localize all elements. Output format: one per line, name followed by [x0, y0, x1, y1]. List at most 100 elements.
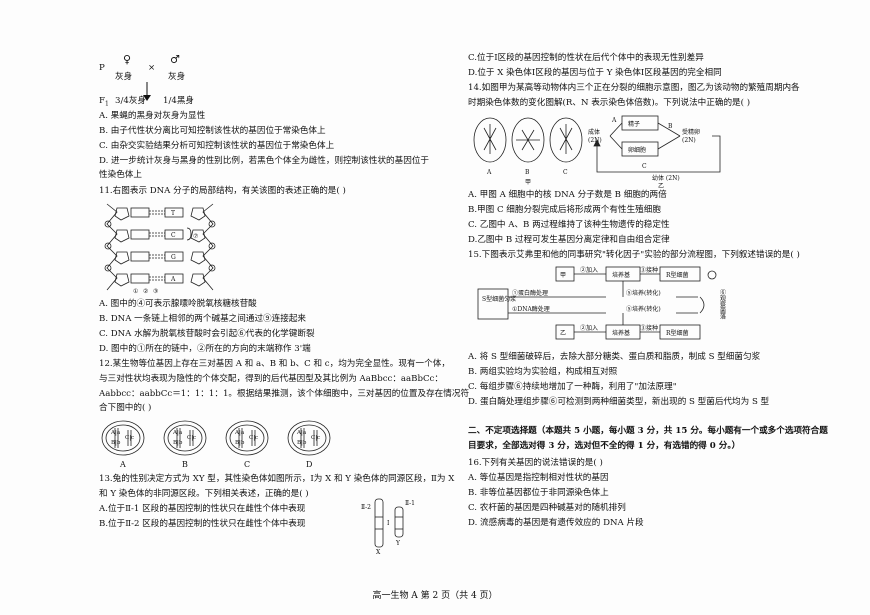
xy-chromosome-diagram: Ⅱ-2 Ⅱ-1 Ⅰ X Y: [361, 498, 415, 555]
xy-label-ii1: Ⅱ-1: [405, 500, 415, 507]
svg-text:B|b: B|b: [111, 440, 121, 446]
q14-process-a: A: [611, 117, 617, 124]
q14-cell-b: B: [525, 169, 530, 176]
q15-option-a: A. 将 S 型细菌破碎后，去除大部分糖类、蛋白质和脂质，制成 S 型细菌匀浆: [468, 352, 761, 362]
q15-medium-1: 培养基: [612, 271, 630, 279]
q14-zygote-n: (2N): [682, 137, 696, 144]
q10-option-d: D. 进一步统计灰身与黑身的性别比例，若黑色个体全为雌性，则控制该性状的基因位于: [99, 156, 430, 166]
q14-process-c: C: [642, 163, 647, 170]
q11-option-c: C. DNA 水解为脱氧核苷酸时会引起⑥代表的化学键断裂: [99, 329, 315, 339]
q14-adult-n: (2N): [588, 137, 602, 144]
q14-adult: 成体: [588, 128, 600, 136]
xy-label-x: X: [376, 549, 381, 555]
q15-inoc-2: ③接种: [640, 324, 658, 332]
q12-cells-diagram: A|aB|bC|c A|aB|bC|c A|aB|bC|c A|aB|bC|c …: [101, 420, 331, 469]
section2-heading-1: 二、不定项选择题（本题共 5 小题，每小题 3 分，共 15 分。每小题有一个或…: [468, 426, 828, 436]
q14-process-b: B: [668, 123, 673, 130]
dna-base-t: T: [171, 210, 175, 217]
q15-source: S型细菌匀浆: [482, 295, 516, 303]
f1-gray: 3/4灰身: [115, 96, 147, 106]
q12-cell-b-label: B: [182, 460, 188, 469]
page-footer: 高一生物 A 第 2 页（共 4 页）: [372, 591, 498, 601]
q14-egg: 卵细胞: [628, 146, 646, 154]
q15-yi: 乙: [560, 330, 566, 337]
svg-text:A|a: A|a: [172, 430, 183, 436]
q10-option-d-cont: 性染色体上: [99, 170, 142, 180]
q14-option-d: D.乙图中 B 过程可发生基因分离定律和自由组合定律: [468, 235, 670, 245]
q12-line-2: 与三对性状均表现为隐性的个体交配，得到的后代基因型及其比例为 AaBbcc：aa…: [99, 374, 443, 384]
dna-structure-diagram: T C G A ⑦ ① ② ③: [104, 203, 216, 295]
q14-cell-c: C: [563, 169, 568, 176]
q11-option-d: D. 图中的①所在的链中，②所在的方向的末端称作 3'端: [99, 344, 311, 354]
q15-r-bacteria-1: R型细菌: [666, 271, 689, 279]
q14-option-a: A. 甲图 A 细胞中的核 DNA 分子数是 B 细胞的两倍: [468, 190, 667, 200]
q15-r-bacteria-2: R型细菌: [666, 329, 689, 337]
q14-sperm: 精子: [628, 120, 640, 128]
q16-option-b: B. 非等位基因都位于非同源染色体上: [468, 488, 609, 498]
q10-option-b: B. 由子代性状分离比可知控制该性状的基因位于常染色体上: [99, 126, 326, 136]
f1-label: F1: [99, 96, 109, 108]
q14-option-c: C. 乙图中 A、B 两过程维持了该种生物遗传的稳定性: [468, 220, 670, 230]
xy-label-y: Y: [395, 540, 401, 547]
section2-heading-2: 目要求，全部选对得 3 分，选对但不全的得 1 分，有选错的得 0 分。）: [468, 441, 741, 451]
q15-step-protease: ①蛋白酶处理: [512, 289, 548, 297]
q15-step-dnase: ①DNA酶处理: [512, 305, 550, 313]
dna-label-3: ③: [153, 288, 158, 295]
q16-option-a: A. 等位基因是指控制相对性状的基因: [468, 473, 609, 483]
q14-zygote: 受精卵: [682, 128, 700, 136]
p-female-phenotype: 灰身: [115, 72, 133, 82]
q14-line-1: 14.如图甲为某高等动物体内三个正在分裂的细胞示意图，图乙为该动物的繁殖周期内各: [468, 83, 800, 93]
q15-medium-2: 培养基: [612, 329, 630, 337]
q15-stem: 15.下图表示艾弗里和他的同事研究"转化因子"实验的部分流程图，下列叙述错误的是…: [468, 250, 800, 260]
svg-text:A|a: A|a: [296, 430, 307, 436]
dna-label-7: ⑦: [193, 233, 198, 240]
q14-yi-label: 乙: [658, 183, 664, 188]
q16-option-c: C. 农杆菌的基因是四种碱基对的随机排列: [468, 503, 626, 513]
svg-text:B|b: B|b: [173, 440, 183, 446]
q15-observe: ⑥观察菌落: [719, 288, 726, 320]
q16-stem: 16.下列有关基因的说法错误的是( ): [468, 458, 603, 468]
svg-text:C|c: C|c: [249, 435, 258, 441]
q12-line-4: 合下图中的( ): [99, 403, 152, 413]
q12-line-3: Aabbcc：aabbCc＝1：1：1：1。根据结果推测，该个体细胞中，三对基因…: [99, 389, 470, 399]
male-symbol: ♂: [170, 53, 180, 66]
q11-option-b: B. DNA 一条链上相邻的两个碱基之间通过⑨连接起来: [99, 314, 307, 324]
xy-label-i: Ⅰ: [387, 520, 390, 527]
q15-inoc-1: ③接种: [640, 266, 658, 274]
dna-base-c: C: [171, 232, 176, 239]
q15-add-2: ②加入: [580, 324, 598, 332]
q12-cell-d-label: D: [306, 460, 312, 469]
f1-black: 1/4黑身: [163, 96, 195, 106]
q11-stem: 11.右图表示 DNA 分子的局部结构，有关该图的表述正确的是( ): [99, 186, 346, 196]
cross-arrow: [143, 82, 151, 101]
svg-text:A|a: A|a: [234, 430, 245, 436]
p-male-phenotype: 灰身: [168, 72, 186, 82]
q14-cell-a: A: [486, 169, 492, 176]
q15-culture-1: ⑤培养(转化): [626, 289, 661, 297]
q15-option-b: B. 两组实验均为实验组，构成相互对照: [468, 367, 618, 377]
q14-line-2: 时期染色体数的变化图解(R、N 表示染色体倍数)。下列说法中正确的是( ): [468, 98, 751, 108]
q11-option-a: A. 图中的④可表示腺嘌呤脱氧核糖核苷酸: [99, 299, 257, 309]
q10-option-c: C. 由杂交实验结果分析可知控制该性状的基因位于常染色体上: [99, 141, 335, 151]
q13-line-1: 13.兔的性别决定方式为 XY 型，其性染色体如图所示，Ⅰ为 X 和 Y 染色体…: [99, 474, 455, 484]
cross-times: ×: [148, 63, 156, 73]
q16-option-d: D. 流感病毒的基因是有遗传效应的 DNA 片段: [468, 518, 644, 528]
q12-cell-c-label: C: [244, 460, 250, 469]
svg-text:A|a: A|a: [110, 430, 121, 436]
q15-flowchart: S型细菌匀浆 甲 乙 ②加入 ②加入 ①蛋白酶处理 ①DNA酶处理 培养基 培养…: [477, 266, 726, 340]
q15-option-d: D. 蛋白酶处理组步骤⑥可检测到两种细菌类型，新出现的 S 型菌后代均为 S 型: [468, 397, 770, 407]
q15-jia: 甲: [560, 272, 566, 279]
q14-jia-label: 甲: [525, 179, 531, 186]
dna-label-1: ①: [133, 288, 138, 295]
dna-base-a: A: [170, 276, 176, 283]
svg-text:C|c: C|c: [311, 435, 320, 441]
svg-text:B|b: B|b: [297, 440, 307, 446]
q12-cell-a-label: A: [119, 460, 126, 469]
q15-option-c: C. 每组步骤⑥持续地增加了一种酶，利用了"加法原理": [468, 382, 677, 392]
svg-text:C|c: C|c: [125, 435, 134, 441]
female-symbol: ♀: [123, 53, 132, 66]
q13-line-2: 和 Y 染色体的非同源区段。下列相关表述，正确的是( ): [99, 489, 309, 499]
q14-figure: A B C 甲 成体 (2N) A 精子 卵细胞 B 受精卵 (2N) C 幼体…: [473, 115, 721, 188]
q13-option-b: B.位于Ⅱ-2 区段的基因控制的性状只在雌性个体中表现: [99, 519, 306, 529]
